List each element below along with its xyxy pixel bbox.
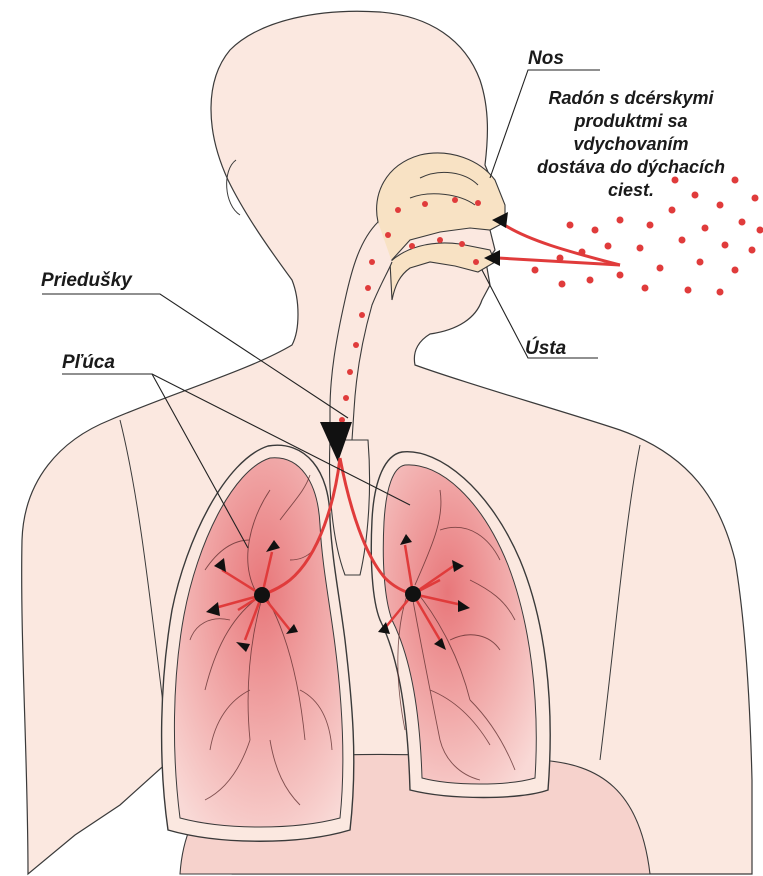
inflow-arrows	[484, 212, 620, 266]
nose-label: Nos	[528, 48, 564, 70]
bronchi-label: Priedušky	[41, 270, 132, 292]
caption-line: vdychovaním	[520, 133, 742, 156]
caption-line: dostáva do dýchacích	[520, 156, 742, 179]
mouth-label: Ústa	[525, 338, 566, 360]
caption-line: ciest.	[520, 179, 742, 202]
caption-line: Radón s dcérskymi	[520, 87, 742, 110]
lungs-label: Pľúca	[62, 352, 115, 374]
caption-line: produktmi sa	[520, 110, 742, 133]
radon-caption: Radón s dcérskymi produktmi sa vdychovan…	[520, 87, 742, 202]
